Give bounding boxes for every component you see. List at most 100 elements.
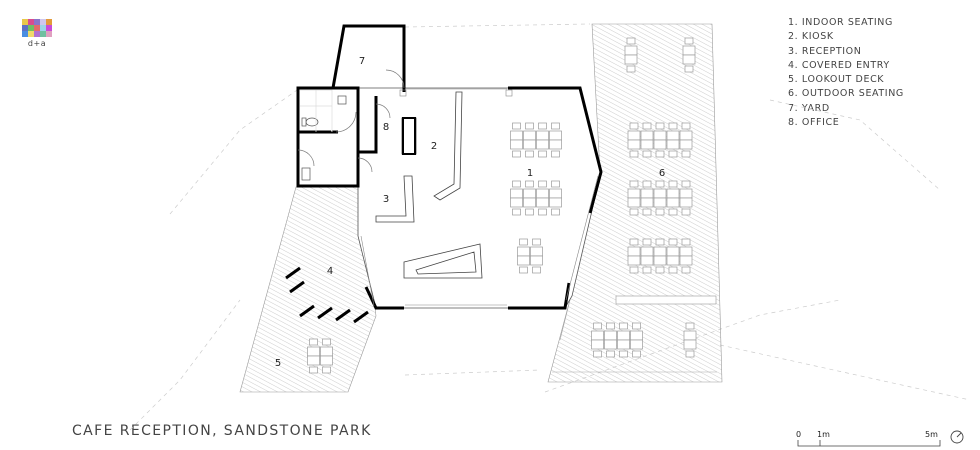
table <box>624 45 638 56</box>
table <box>530 255 543 266</box>
chair <box>551 180 560 188</box>
table <box>682 54 696 65</box>
table <box>617 339 630 350</box>
chair <box>684 65 694 73</box>
chair <box>642 238 652 246</box>
table <box>523 130 536 141</box>
room-label-1: 1 <box>527 168 533 179</box>
table <box>627 139 641 150</box>
chair <box>668 180 678 188</box>
table <box>517 246 530 257</box>
table <box>536 188 549 199</box>
chair <box>551 150 560 158</box>
table <box>591 339 604 350</box>
table <box>653 130 667 141</box>
table <box>320 355 333 366</box>
table <box>549 197 562 208</box>
table <box>640 130 654 141</box>
chair <box>551 122 560 130</box>
table <box>627 130 641 141</box>
chair <box>681 122 691 130</box>
site-dashed-lines <box>129 23 971 431</box>
chair <box>629 208 639 216</box>
chair <box>519 238 528 246</box>
table <box>627 197 641 208</box>
chair <box>629 150 639 158</box>
chair <box>606 350 615 358</box>
building-walls <box>296 24 603 310</box>
room-label-4: 4 <box>327 266 333 277</box>
chair <box>642 150 652 158</box>
chair <box>525 150 534 158</box>
legend-item: 7. YARD <box>788 102 830 114</box>
room-labels: 1 2 3 4 5 6 7 8 <box>275 56 665 369</box>
table <box>679 130 693 141</box>
chair <box>629 180 639 188</box>
table <box>653 255 667 266</box>
legend-item: 5. LOOKOUT DECK <box>788 74 885 86</box>
table <box>682 45 696 56</box>
entry-stripes <box>285 266 369 324</box>
chair <box>512 122 521 130</box>
table <box>627 255 641 266</box>
chair <box>655 266 665 274</box>
legend-item: 4. COVERED ENTRY <box>788 59 890 71</box>
chair <box>538 122 547 130</box>
chair <box>629 238 639 246</box>
chair <box>538 208 547 216</box>
chair <box>309 338 318 346</box>
chair <box>681 150 691 158</box>
chair <box>525 122 534 130</box>
table <box>624 54 638 65</box>
table <box>549 130 562 141</box>
table <box>653 139 667 150</box>
chair <box>668 150 678 158</box>
chair <box>681 238 691 246</box>
room-label-2: 2 <box>431 141 437 152</box>
table <box>683 330 697 341</box>
chair <box>532 238 541 246</box>
drawing-title: CAFE RECEPTION, SANDSTONE PARK <box>72 423 372 439</box>
table <box>666 255 680 266</box>
table <box>307 346 320 357</box>
chair <box>629 122 639 130</box>
chair <box>538 150 547 158</box>
table <box>679 246 693 257</box>
table <box>640 197 654 208</box>
logo-text: d+a <box>27 39 47 48</box>
table <box>517 255 530 266</box>
legend-item: 3. RECEPTION <box>788 45 862 57</box>
north-arrow-icon <box>950 430 964 444</box>
table <box>640 139 654 150</box>
chair <box>626 65 636 73</box>
chair <box>655 150 665 158</box>
chair <box>681 208 691 216</box>
chair <box>626 37 636 45</box>
legend-item: 6. OUTDOOR SEATING <box>788 88 904 100</box>
scale-zero: 0 <box>796 430 801 439</box>
chair <box>512 150 521 158</box>
table <box>530 246 543 257</box>
table <box>666 139 680 150</box>
table <box>653 188 667 199</box>
table <box>536 139 549 150</box>
chair <box>593 322 602 330</box>
chair <box>322 366 331 374</box>
table <box>666 197 680 208</box>
room-label-5: 5 <box>275 358 281 369</box>
room-label-6: 6 <box>659 168 665 179</box>
furniture <box>307 37 697 374</box>
chair <box>309 366 318 374</box>
chair <box>519 266 528 274</box>
chair <box>642 208 652 216</box>
table <box>617 330 630 341</box>
chair <box>681 180 691 188</box>
table <box>630 330 643 341</box>
table <box>640 255 654 266</box>
table <box>640 246 654 257</box>
scale-bar: 0 1m 5m <box>796 430 941 447</box>
glazing <box>360 88 599 307</box>
office-desk <box>402 117 416 155</box>
chair <box>632 350 641 358</box>
